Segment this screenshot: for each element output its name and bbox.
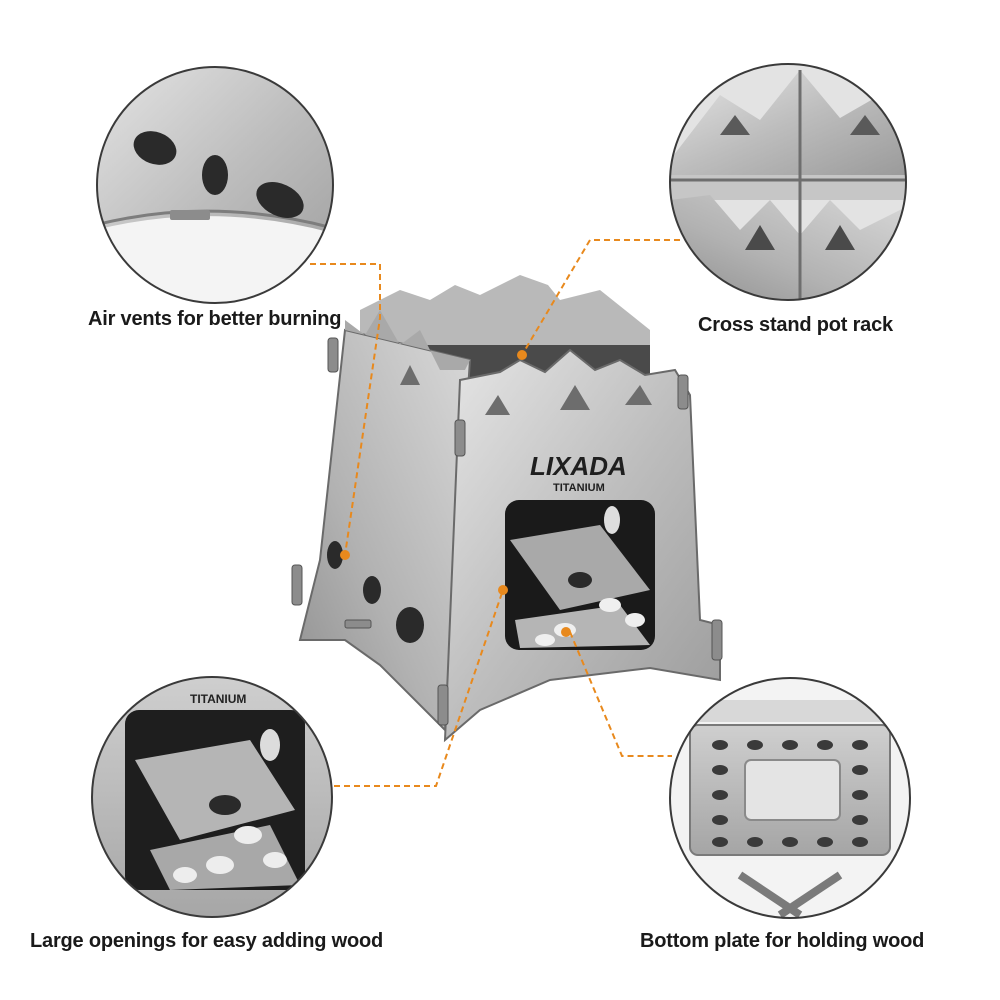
leader-dot [498,585,508,595]
vent-hole [202,155,228,195]
leader-line-bottom-plate [569,631,672,757]
leader-line-cross-stand [521,239,680,356]
leader-dot [561,627,571,637]
leader-dot [340,550,350,560]
leader-line-air-vents [310,263,381,556]
large-openings-detail-circle: TITANIUM [91,676,333,918]
front-opening [505,500,655,650]
vent-hole [133,131,177,165]
titanium-mark-zoom: TITANIUM [190,692,246,706]
stove-left-panel [298,328,472,733]
brand-logo: LIXADA [530,451,627,481]
air-vents-detail-circle [96,66,334,304]
material-mark: TITANIUM [553,482,605,494]
vent-hole [256,182,304,218]
leader-line-large-openings [334,589,504,787]
bottom-plate-caption: Bottom plate for holding wood [640,930,925,952]
leader-dot [517,350,527,360]
cross-stand-detail-circle [669,63,907,301]
stove-main-image: LIXADA TITANIUM [291,275,723,743]
bottom-plate-detail-circle [669,677,911,919]
cross-stand-caption: Cross stand pot rack [698,314,893,336]
air-vents-caption: Air vents for better burning [88,308,342,330]
large-openings-caption: Large openings for easy adding wood [30,930,384,952]
